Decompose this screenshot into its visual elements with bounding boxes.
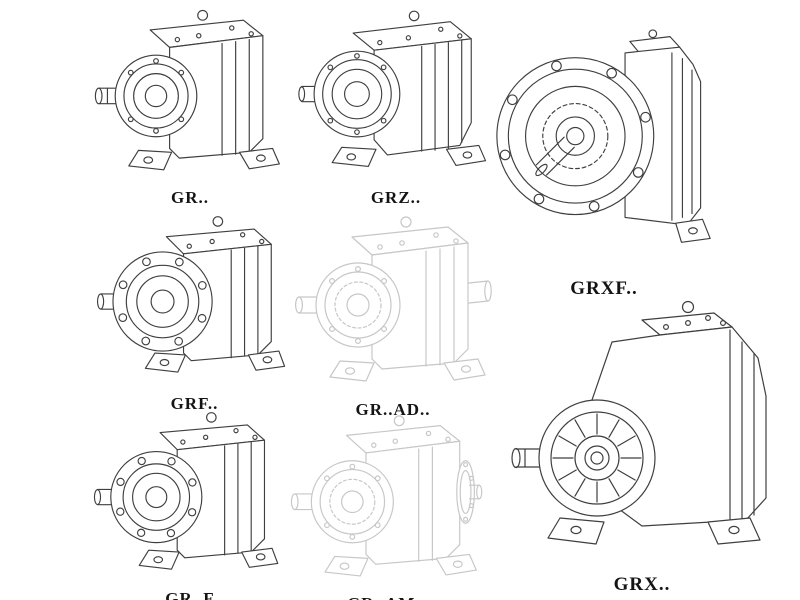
gr-gearbox-drawing [88, 4, 292, 185]
gearbox-label-gr-ad: GR..AD.. [355, 400, 431, 419]
grz-gearbox-drawing [296, 4, 496, 185]
gearbox-figure-gr-ad: GR..AD.. [288, 210, 498, 418]
grxf-gearbox-drawing [494, 2, 714, 275]
gr-ad-gearbox-drawing [288, 210, 498, 397]
gr-am-gearbox-drawing [284, 410, 489, 591]
grf-gearbox-drawing [92, 210, 297, 391]
gearbox-label-grxf: GRXF.. [570, 278, 638, 299]
gearbox-label-grf: GRF.. [170, 394, 219, 414]
gearbox-figure-gr: GR.. [88, 4, 292, 206]
gearbox-label-gr-am: GR..AM.. [347, 591, 426, 600]
grx-gearbox-drawing [492, 296, 792, 571]
gearbox-label-grx: GRX.. [613, 574, 671, 595]
gearbox-figure-grxf: GRXF.. [494, 2, 714, 298]
gearbox-figure-gr-am: GR..AM.. [284, 410, 489, 600]
gearbox-figure-grz: GRZ.. [296, 4, 496, 206]
gearbox-label-grz: GRZ.. [370, 188, 422, 207]
gearbox-label-gr: GR.. [171, 188, 209, 207]
gr-f-gearbox-drawing [88, 406, 292, 586]
gearbox-figure-gr-f: GR..F [88, 406, 292, 600]
gearbox-figure-grf: GRF.. [92, 210, 297, 412]
gearbox-label-gr-f: GR..F [165, 589, 215, 600]
gearbox-figure-grx: GRX.. [492, 296, 792, 595]
